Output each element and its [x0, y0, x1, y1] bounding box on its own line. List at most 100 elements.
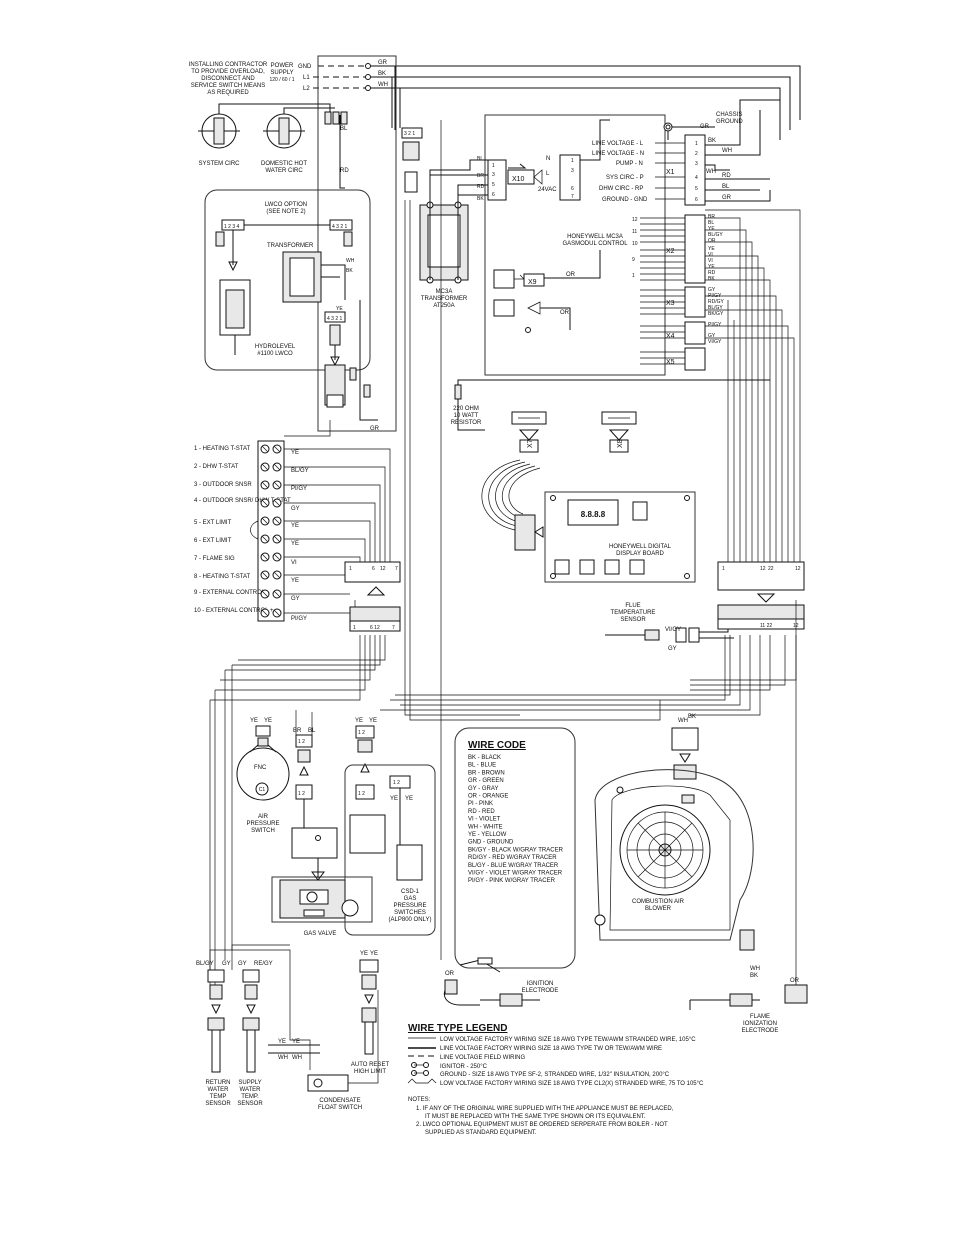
svg-text:SENSOR: SENSOR [205, 1101, 231, 1107]
svg-text:YE: YE [336, 306, 343, 312]
svg-text:GY: GY [668, 646, 677, 652]
wire-code-item: RD/GY - RED W/GRAY TRACER [468, 855, 557, 861]
svg-text:AIR: AIR [258, 814, 269, 820]
svg-text:BK: BK [378, 71, 386, 77]
svg-text:LWCO OPTION: LWCO OPTION [265, 202, 307, 208]
svg-text:6: 6 [695, 197, 698, 203]
svg-text:MC3A: MC3A [436, 289, 453, 295]
svg-text:9: 9 [632, 257, 635, 263]
wire-code-item: GR - GREEN [468, 778, 504, 784]
svg-text:DISCONNECT AND: DISCONNECT AND [201, 76, 255, 82]
svg-text:YE: YE [360, 951, 368, 957]
wire-code-item: WH - WHITE [468, 824, 503, 830]
svg-text:SYS CIRC - P: SYS CIRC - P [606, 175, 644, 181]
svg-text:BR: BR [708, 214, 715, 220]
gas-pressure-box [344, 764, 436, 936]
svg-text:AT250A: AT250A [433, 303, 454, 309]
svg-text:SENSOR: SENSOR [237, 1101, 263, 1107]
svg-text:YE: YE [291, 541, 299, 547]
svg-text:TRANSFORMER: TRANSFORMER [421, 296, 468, 302]
svg-text:GR: GR [378, 60, 388, 66]
wire-code-item: YE - YELLOW [468, 832, 507, 838]
svg-text:X9: X9 [528, 279, 537, 286]
svg-text:3: 3 [571, 168, 574, 174]
x2-wires: BR BL YE BL/GY OR YE VI VI YE RD BK [708, 214, 723, 282]
svg-text:4 3 2 1: 4 3 2 1 [332, 224, 348, 230]
gas-pressure-switches: 1 2 YE YE CSD-1 GAS PRESSURE SWITCHES (A… [349, 775, 431, 923]
svg-text:GROUND: GROUND [716, 119, 743, 125]
svg-text:1: 1 [349, 566, 352, 572]
svg-text:1: 1 [695, 141, 698, 147]
svg-text:2. LWCO OPTIONAL EQUIPMENT MUS: 2. LWCO OPTIONAL EQUIPMENT MUST BE ORDER… [416, 1122, 668, 1128]
svg-text:HIGH LIMIT: HIGH LIMIT [354, 1069, 386, 1075]
svg-text:OR: OR [708, 238, 716, 244]
svg-text:DHW CIRC - RP: DHW CIRC - RP [599, 186, 643, 192]
wire-code-item: VI/GY - VIOLET W/GRAY TRACER [468, 871, 563, 877]
control-board [484, 114, 666, 376]
svg-text:TO PROVIDE OVERLOAD,: TO PROVIDE OVERLOAD, [191, 69, 265, 75]
svg-text:POWER: POWER [271, 63, 294, 69]
svg-text:HONEYWELL DIGITAL: HONEYWELL DIGITAL [609, 544, 672, 550]
svg-text:WATER: WATER [240, 1087, 262, 1093]
svg-text:10 - EXTERNAL CONTROL +: 10 - EXTERNAL CONTROL + [194, 608, 274, 614]
svg-text:NOTES:: NOTES: [408, 1097, 431, 1103]
svg-text:1 2: 1 2 [393, 780, 400, 786]
svg-text:HONEYWELL MC3A: HONEYWELL MC3A [567, 234, 623, 240]
svg-text:BK: BK [688, 714, 696, 720]
air-pressure-switch: YE YE FNC C1 AIR PRESSURE SWITCH [236, 718, 290, 834]
svg-text:7: 7 [392, 625, 395, 631]
terminal-strip: 1 - HEATING T-STAT YE 2 - DHW T-STAT BL/… [194, 440, 309, 622]
svg-text:11 22: 11 22 [760, 623, 772, 629]
terminal-4: 4 - OUTDOOR SNSR/ DHW T-STAT GY [194, 498, 300, 512]
wire-code-item: GND - GROUND [468, 840, 514, 846]
svg-text:GY: GY [222, 961, 231, 967]
svg-text:LOW VOLTAGE FACTORY WIRING SIZ: LOW VOLTAGE FACTORY WIRING SIZE 18 AWG T… [440, 1081, 704, 1087]
x3-connector: X3 GY PI/GY RD/GY BL/GY BK/GY [640, 286, 725, 318]
svg-text:YE: YE [405, 796, 413, 802]
svg-text:12: 12 [795, 566, 801, 572]
svg-text:1: 1 [571, 158, 574, 164]
svg-text:GY: GY [708, 333, 716, 339]
svg-text:2 - DHW T-STAT: 2 - DHW T-STAT [194, 464, 239, 470]
svg-text:OR: OR [566, 272, 576, 278]
svg-text:12: 12 [380, 566, 386, 572]
svg-text:GY: GY [708, 287, 716, 293]
svg-text:N: N [546, 156, 550, 162]
svg-text:ELECTRODE: ELECTRODE [522, 988, 559, 994]
hydrolevel-lwco: HYDROLEVEL #1100 LWCO [219, 279, 296, 357]
x10-connector: BL BR RD BK 13 56 X10 [477, 156, 543, 202]
svg-text:RE/GY: RE/GY [254, 961, 273, 967]
svg-text:YE: YE [250, 718, 258, 724]
svg-text:BK: BK [708, 138, 716, 144]
svg-text:1 2: 1 2 [298, 739, 305, 745]
svg-text:BK: BK [346, 268, 353, 274]
svg-text:WIRE TYPE LEGEND: WIRE TYPE LEGEND [408, 1023, 507, 1034]
wire-code-item: BR - BROWN [468, 770, 505, 776]
svg-text:1 2: 1 2 [358, 791, 365, 797]
svg-text:BR: BR [293, 728, 302, 734]
svg-text:GY: GY [291, 506, 300, 512]
bus-wires [209, 120, 797, 990]
svg-text:IGNITOR - 250°C: IGNITOR - 250°C [440, 1064, 488, 1070]
gas-valve: GAS VALVE [271, 858, 373, 937]
lwco-transformer: WH BK YE [282, 251, 355, 312]
svg-text:TEMPERATURE: TEMPERATURE [611, 610, 656, 616]
svg-text:BL: BL [708, 220, 714, 226]
flame-ionization-electrode: OR FLAME IONIZATION ELECTRODE [689, 600, 808, 1034]
svg-text:BL: BL [340, 126, 348, 132]
svg-text:GROUND - SIZE 18 AWG TYPE SF-2: GROUND - SIZE 18 AWG TYPE SF-2, STRANDED… [440, 1072, 670, 1078]
svg-text:YE: YE [291, 578, 299, 584]
mid-plug: 1 6 12 7 1 6 12 7 [344, 561, 401, 632]
terminal-10: 10 - EXTERNAL CONTROL + PI/GY [194, 608, 307, 622]
svg-text:FLUE: FLUE [625, 603, 640, 609]
svg-text:BL: BL [477, 156, 483, 162]
svg-text:WH: WH [378, 82, 388, 88]
svg-text:OR: OR [445, 971, 455, 977]
svg-text:GR: GR [722, 195, 732, 201]
svg-text:3: 3 [695, 161, 698, 167]
svg-text:WATER CIRC: WATER CIRC [265, 168, 303, 174]
svg-text:X1: X1 [666, 169, 675, 176]
svg-text:AUTO RESET: AUTO RESET [351, 1062, 390, 1068]
svg-text:WATER: WATER [208, 1087, 230, 1093]
